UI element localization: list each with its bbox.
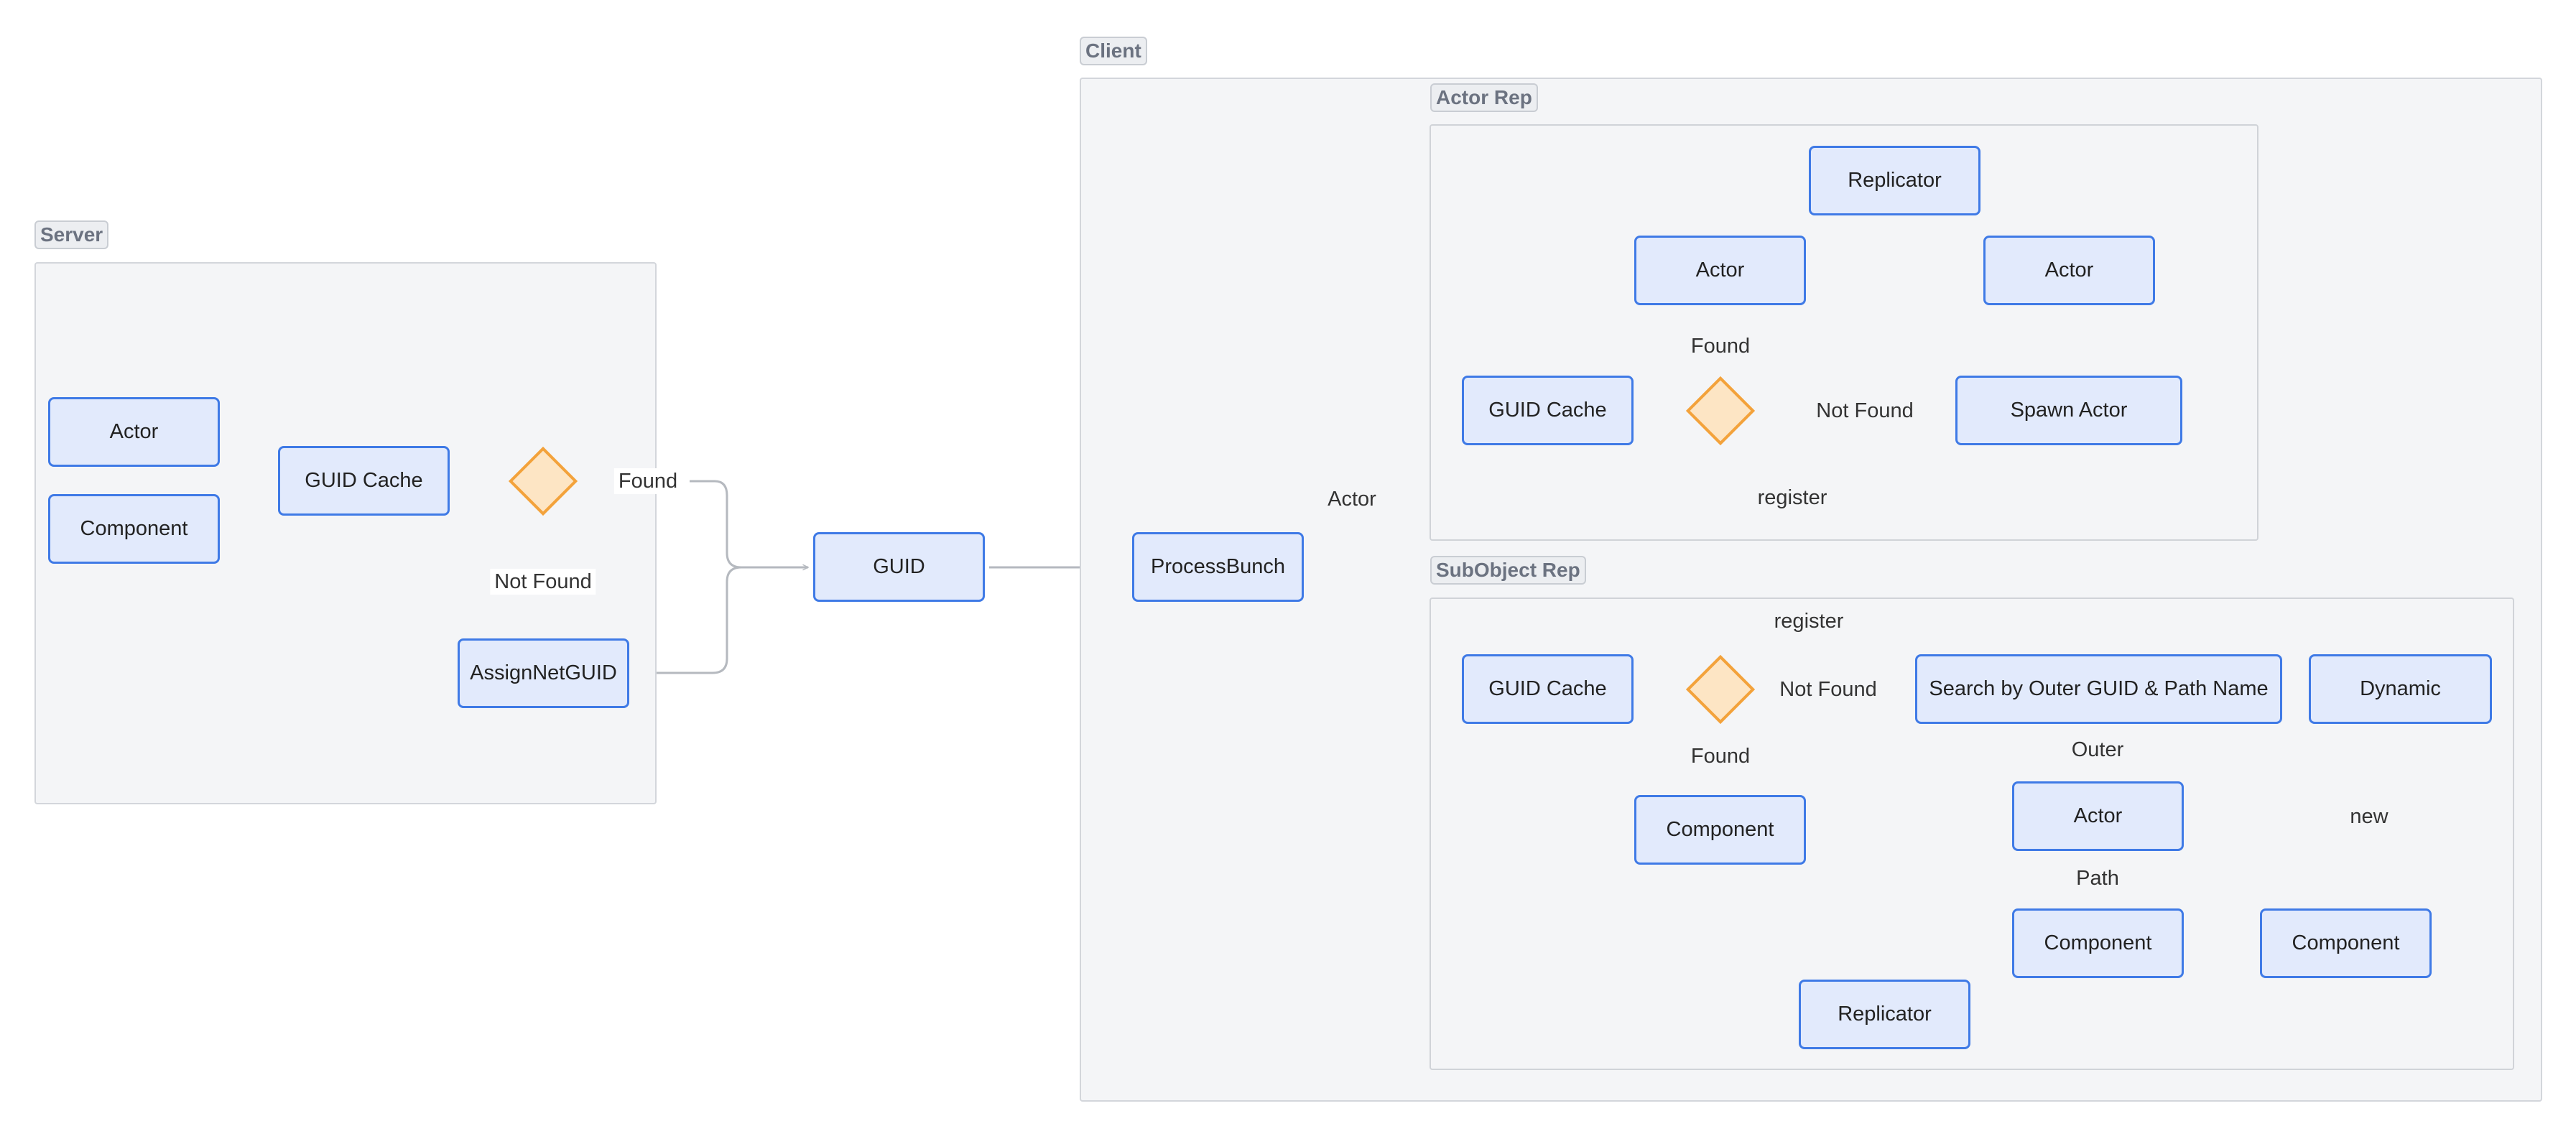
actor-rep-group-label: Actor Rep <box>1430 83 1538 112</box>
server-actor-node[interactable]: Actor <box>48 397 220 467</box>
edge-assign-guid <box>632 566 742 674</box>
process-bunch-node[interactable]: ProcessBunch <box>1132 532 1304 602</box>
so-not-found-label: Not Found <box>1775 677 1881 702</box>
so-actor-node[interactable]: Actor <box>2012 781 2184 851</box>
client-group-label: Client <box>1080 37 1147 65</box>
server-group-label: Server <box>34 220 109 249</box>
so-dynamic-node[interactable]: Dynamic <box>2309 654 2492 724</box>
ar-spawn-actor-node[interactable]: Spawn Actor <box>1955 376 2182 445</box>
server-found-label: Found <box>613 468 682 494</box>
server-component-node[interactable]: Component <box>48 494 220 564</box>
ar-found-label: Found <box>1686 333 1755 359</box>
so-component-path-node[interactable]: Component <box>2012 908 2184 978</box>
ar-actor-left-node[interactable]: Actor <box>1634 236 1806 305</box>
so-guid-cache-node[interactable]: GUID Cache <box>1462 654 1634 724</box>
ar-guid-cache-node[interactable]: GUID Cache <box>1462 376 1634 445</box>
assign-net-guid-node[interactable]: AssignNetGUID <box>458 638 629 708</box>
so-register-label: register <box>1769 608 1848 634</box>
guid-node[interactable]: GUID <box>813 532 985 602</box>
edge-found-guid <box>690 480 808 567</box>
so-new-label: new <box>2345 804 2393 829</box>
so-found-label: Found <box>1686 743 1755 769</box>
ar-not-found-label: Not Found <box>1812 398 1918 424</box>
actor-edge-label: Actor <box>1323 486 1381 512</box>
so-outer-label: Outer <box>2067 737 2128 763</box>
ar-actor-right-node[interactable]: Actor <box>1983 236 2155 305</box>
so-component-found-node[interactable]: Component <box>1634 795 1806 865</box>
so-search-node[interactable]: Search by Outer GUID & Path Name <box>1915 654 2282 724</box>
ar-replicator-node[interactable]: Replicator <box>1809 146 1980 215</box>
so-component-new-node[interactable]: Component <box>2260 908 2432 978</box>
so-path-label: Path <box>2072 865 2123 891</box>
ar-register-label: register <box>1753 485 1832 511</box>
server-guid-cache-node[interactable]: GUID Cache <box>278 446 450 516</box>
server-not-found-label: Not Found <box>490 569 596 595</box>
so-replicator-node[interactable]: Replicator <box>1799 980 1970 1049</box>
subobject-rep-group-label: SubObject Rep <box>1430 556 1586 585</box>
